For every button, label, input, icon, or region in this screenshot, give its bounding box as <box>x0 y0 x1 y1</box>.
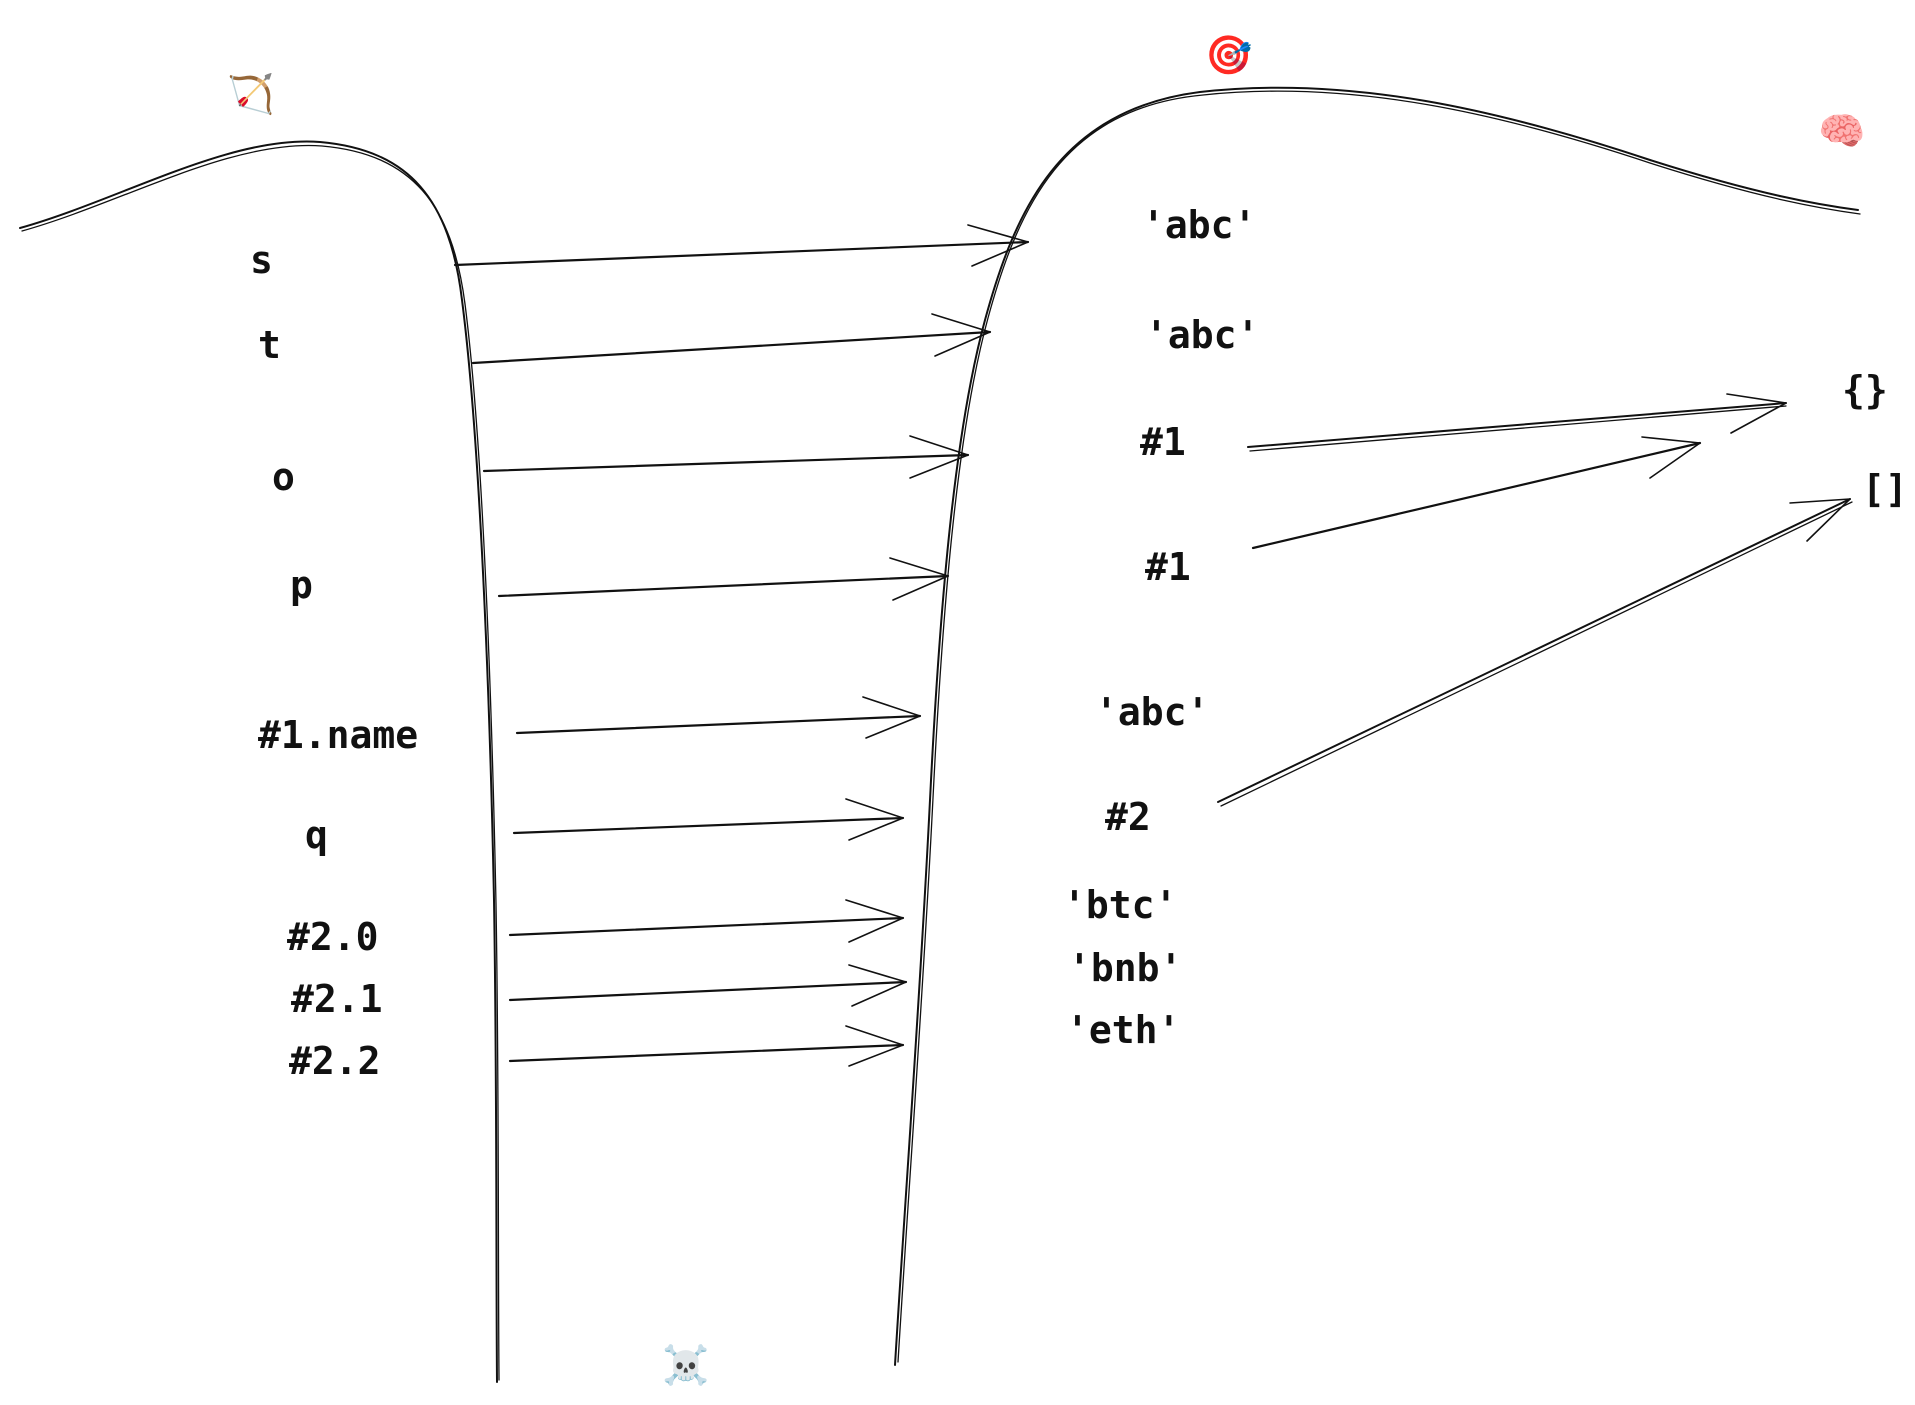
brain-icon: 🧠 <box>1818 109 1865 153</box>
arrow-q <box>512 798 905 841</box>
arrow-q-ref-to-array <box>1217 498 1853 807</box>
skull-and-crossbones-icon: ☠️ <box>662 1343 709 1387</box>
value-eth-label: 'eth' <box>1066 1008 1180 1052</box>
stack-region-outline <box>19 140 500 1383</box>
variable-2-1-label: #2.1 <box>291 977 383 1021</box>
variable-to-value-arrows <box>453 224 1030 1067</box>
arrow-1-name <box>515 696 922 739</box>
value-o-ref-1-label: #1 <box>1140 420 1186 464</box>
variable-2-0-label: #2.0 <box>287 915 379 959</box>
value-p-ref-1-label: #1 <box>1145 545 1191 589</box>
variable-1-name-label: #1.name <box>258 713 418 757</box>
heap-object-label: {} <box>1842 368 1888 412</box>
variable-t-label: t <box>258 323 281 367</box>
arrow-s <box>453 224 1030 267</box>
value-q-ref-2-label: #2 <box>1105 795 1151 839</box>
variable-o-label: o <box>272 455 295 499</box>
variable-s-label: s <box>250 238 273 282</box>
heap-array-label: [] <box>1862 467 1908 511</box>
arrow-p-ref-to-object <box>1251 436 1702 550</box>
value-btc-label: 'btc' <box>1063 883 1177 927</box>
value-bnb-label: 'bnb' <box>1068 946 1182 990</box>
arrow-o-ref-to-object <box>1247 393 1787 452</box>
variable-2-2-label: #2.2 <box>289 1039 381 1083</box>
variable-q-label: q <box>305 813 328 857</box>
arrow-p <box>497 557 950 601</box>
value-s-abc-label: 'abc' <box>1142 203 1256 247</box>
arrow-2-0 <box>508 899 905 943</box>
variable-labels: s t o p #1.name q #2.0 #2.1 #2.2 <box>250 238 418 1083</box>
arrow-2-2 <box>508 1025 905 1067</box>
variable-p-label: p <box>290 563 313 607</box>
value-t-abc-label: 'abc' <box>1145 313 1259 357</box>
arrow-t <box>471 313 992 365</box>
arrow-2-1 <box>508 964 908 1007</box>
target-icon: 🎯 <box>1205 33 1252 77</box>
value-name-abc-label: 'abc' <box>1095 690 1209 734</box>
bow-and-arrow-icon: 🏹 <box>227 72 274 117</box>
value-labels: 'abc' 'abc' #1 #1 'abc' #2 'btc' 'bnb' '… <box>1063 203 1259 1052</box>
arrow-o <box>482 435 970 479</box>
reference-to-heap-arrows <box>1217 393 1853 807</box>
